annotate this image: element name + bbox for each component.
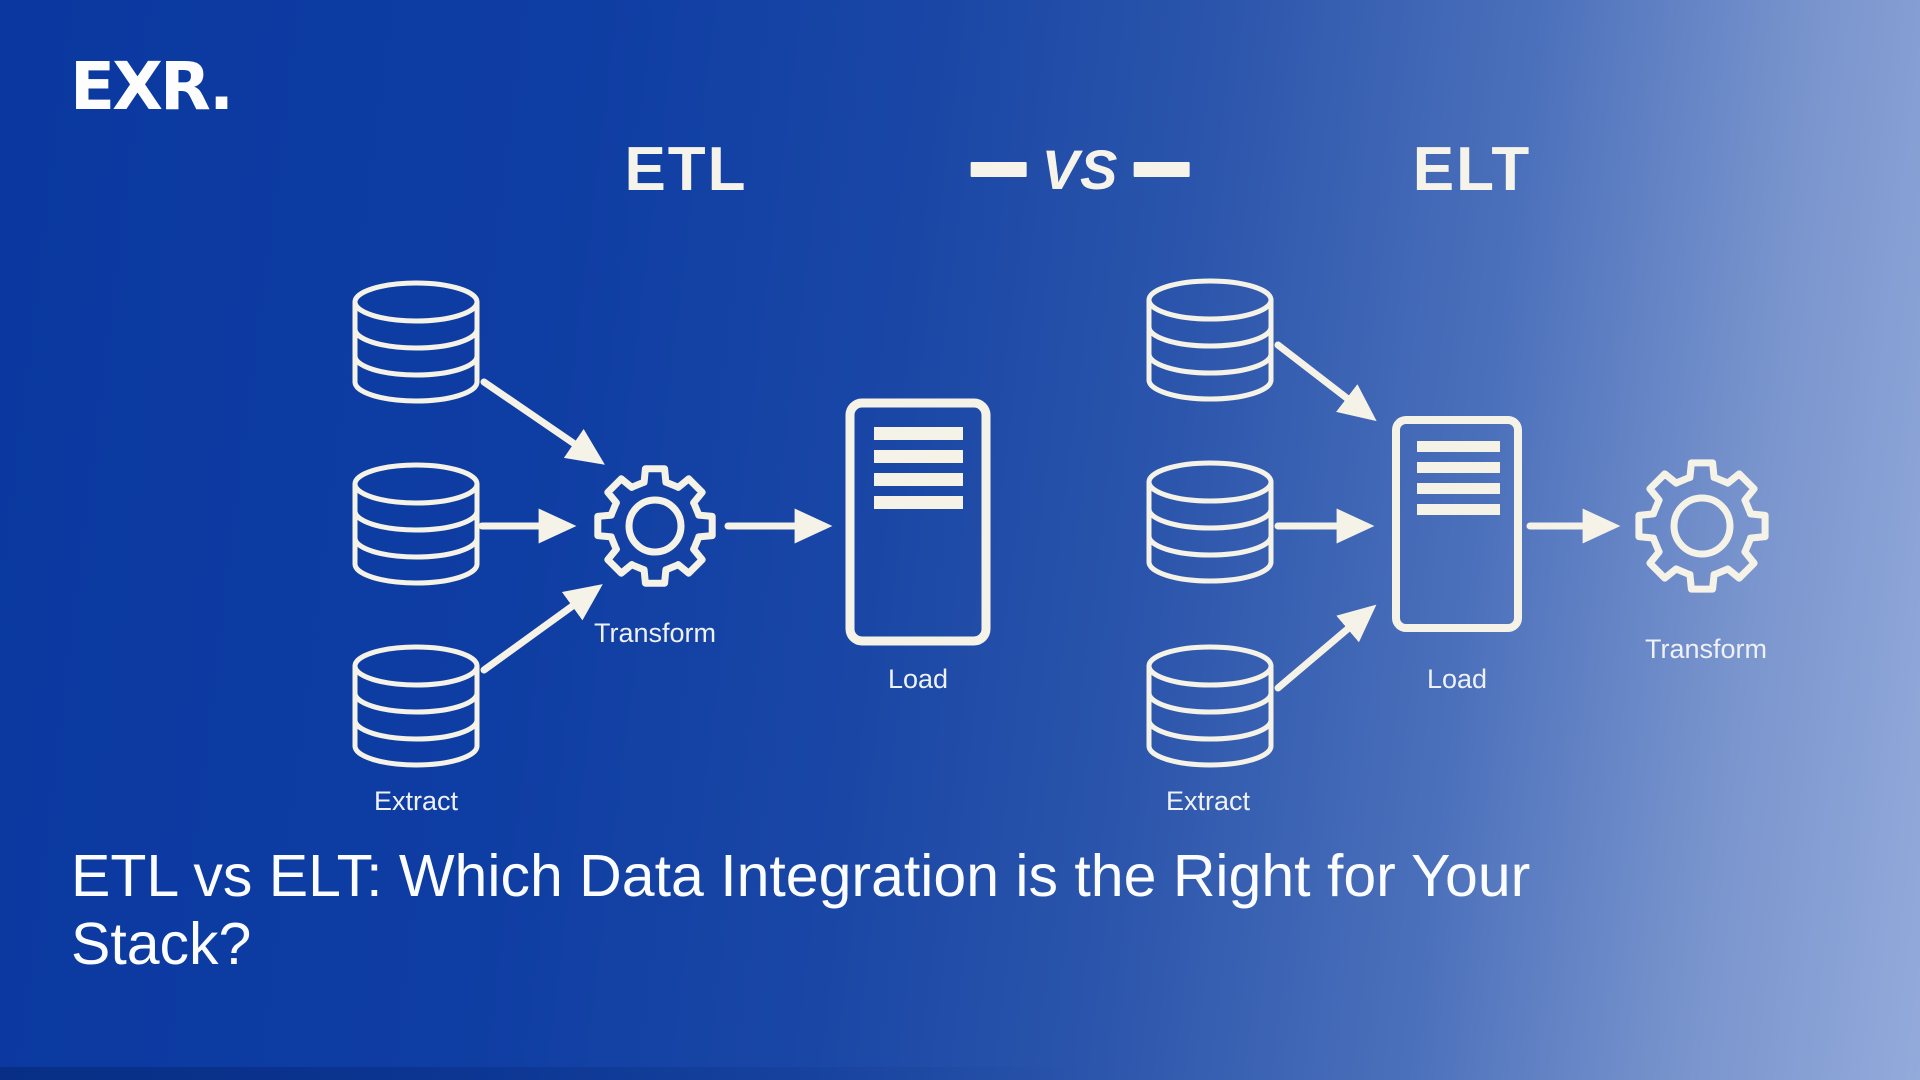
main-title-line2: Stack? (71, 911, 252, 977)
vs-group: VS (970, 137, 1190, 201)
etl-heading: ETL (624, 135, 748, 204)
elt-transform-label: Transform (1644, 634, 1768, 664)
etl-extract-label: Extract (373, 786, 459, 816)
vs-label: VS (1041, 137, 1119, 201)
arrow-extract-bottom-to-transform (480, 584, 603, 674)
etl-diagram (355, 283, 991, 765)
arrow-extract-bottom-to-load (1274, 604, 1377, 692)
etl-gear-path (594, 465, 716, 587)
database-icon (355, 283, 477, 401)
elt-extract-label: Extract (1165, 786, 1251, 816)
transform-gear-icon (594, 465, 716, 587)
elt-diagram (1149, 281, 1769, 765)
vs-dash-right (1133, 161, 1190, 177)
database-icon (1149, 647, 1271, 765)
etl-load-label: Load (887, 664, 949, 694)
transform-gear-icon (1635, 459, 1769, 593)
exr-logo: EXR. (70, 48, 234, 125)
main-title-line1: ETL vs ELT: Which Data Integration is th… (71, 843, 1531, 909)
vs-dash-left (970, 161, 1027, 177)
elt-heading: ELT (1412, 135, 1532, 204)
load-server-icon (1392, 416, 1522, 632)
database-icon (355, 647, 477, 765)
elt-gear-path (1635, 459, 1769, 593)
arrow-extract-top-to-transform (480, 378, 605, 465)
database-icon (1149, 281, 1271, 399)
load-server-icon (845, 398, 991, 646)
main-title: ETL vs ELT: Which Data Integration is th… (71, 842, 1851, 978)
arrow-extract-top-to-load (1274, 341, 1377, 422)
elt-load-label: Load (1426, 664, 1488, 694)
bottom-shade (0, 1067, 1100, 1080)
database-icon (355, 465, 477, 583)
etl-transform-label: Transform (593, 618, 717, 648)
database-icon (1149, 463, 1271, 581)
